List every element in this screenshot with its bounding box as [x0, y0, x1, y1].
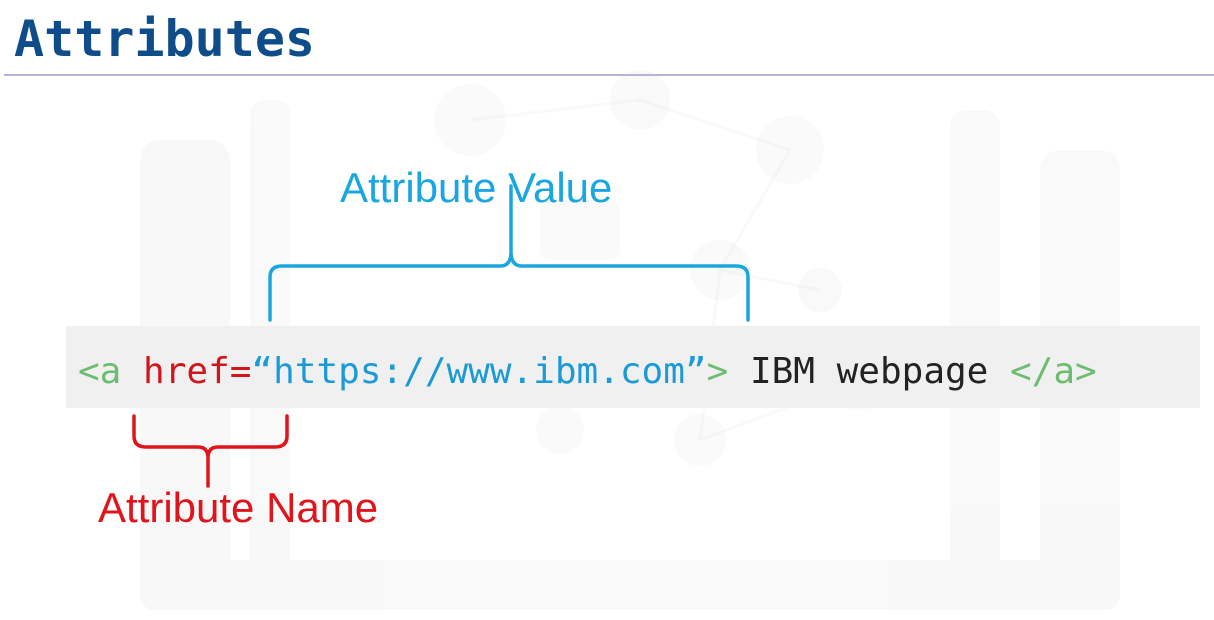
code-sample: <a href=“https://www.ibm.com”> IBM webpa… — [78, 346, 1097, 398]
title-divider — [4, 74, 1214, 76]
attribute-name-token: href= — [143, 351, 252, 392]
close-tag: </a> — [1010, 351, 1097, 392]
attribute-name-label: Attribute Name — [98, 484, 379, 531]
attribute-value-token: “https://www.ibm.com” — [251, 351, 707, 392]
open-tag-start: <a — [78, 351, 122, 392]
attribute-value-label: Attribute Value — [340, 164, 613, 211]
link-text: IBM webpage — [728, 351, 1011, 392]
slide-title: Attributes — [14, 10, 316, 68]
code-sample-background — [66, 326, 1200, 408]
open-tag-end: > — [706, 351, 729, 392]
